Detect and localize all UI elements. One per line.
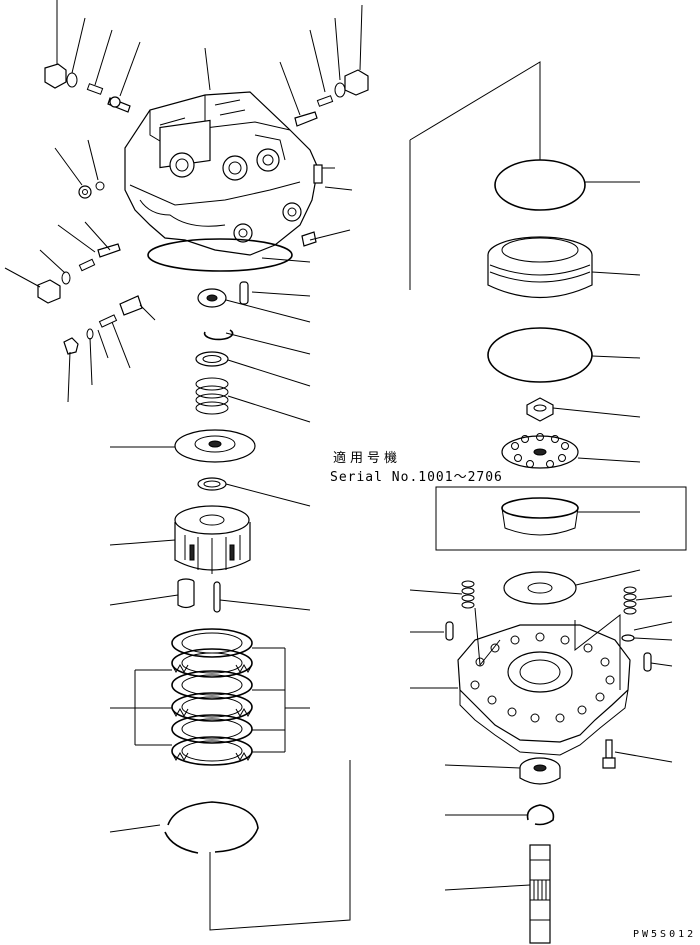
housing-o-ring	[147, 238, 293, 272]
pin-left	[445, 621, 454, 641]
pin-lower	[213, 581, 221, 613]
serial-range-box	[435, 486, 687, 551]
ring-serial-range	[501, 497, 579, 536]
snap-ring-lower	[526, 804, 555, 826]
figure-code: PW5S012	[633, 929, 697, 940]
serial-note-japanese: 適用号機	[333, 451, 402, 466]
fittings-right	[301, 164, 323, 247]
plug-assembly-top-left	[44, 63, 131, 113]
thrust-ring	[197, 477, 227, 491]
snap-ring-upper	[203, 329, 234, 341]
pin-right	[643, 652, 652, 672]
cap-screw	[602, 739, 616, 769]
cylinder-block	[174, 505, 251, 574]
retainer-plate	[501, 433, 579, 469]
serial-note-range: Serial No.1001～2706	[330, 470, 503, 485]
spring	[195, 377, 229, 415]
bearing-upper	[197, 288, 227, 308]
bearing-lower	[519, 757, 561, 785]
large-snap-ring	[164, 801, 259, 854]
brake-housing	[457, 624, 631, 756]
brake-piston	[487, 236, 593, 298]
o-ring-large-upper	[494, 159, 586, 211]
motor-housing	[124, 91, 319, 256]
bushing	[177, 578, 195, 609]
valve-plate	[174, 429, 256, 463]
washer-disc	[503, 571, 577, 605]
washer-small	[621, 634, 635, 642]
spring-right	[623, 586, 637, 615]
output-shaft	[529, 844, 551, 944]
fittings-left	[37, 181, 143, 355]
collar	[195, 351, 229, 367]
o-ring-large-lower	[487, 327, 593, 383]
spring-left	[461, 580, 475, 609]
leader-lines	[4, 0, 673, 931]
bearing-small	[526, 397, 554, 422]
plate-stack	[171, 628, 253, 766]
pin	[239, 281, 249, 305]
plug-assembly-top-right	[294, 69, 369, 127]
